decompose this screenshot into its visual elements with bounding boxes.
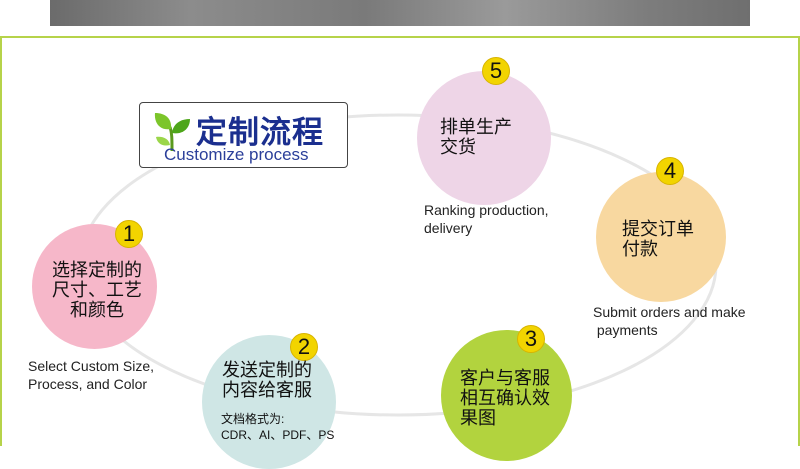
step-2-circle [202, 335, 336, 469]
title-chinese: 定制流程 [196, 115, 324, 151]
step-1-en-line: Process, and Color [28, 376, 148, 392]
step-1-cn-line: 选择定制的 [52, 260, 142, 280]
step-4-cn-text: 提交订单 付款 [622, 219, 694, 259]
sprout-leaf-icon [154, 113, 190, 152]
step-4-en-text: Submit orders and make payments [593, 303, 746, 339]
title-english: Customize process [164, 145, 309, 164]
step-1-cn-line: 和颜色 [70, 300, 124, 320]
step-4-en-line: Submit orders and make [593, 304, 746, 320]
step-1-badge: 1 [115, 220, 143, 248]
step-5-en-line: Ranking production, [424, 202, 549, 218]
step-2-format-note: 文档格式为: CDR、AI、PDF、PS [221, 411, 334, 443]
step-2-badge: 2 [290, 333, 318, 361]
step-5-cn-line: 交货 [440, 137, 476, 157]
step-3-cn-line: 果图 [460, 408, 496, 428]
step-5-circle [417, 71, 551, 205]
green-divider [0, 36, 800, 38]
step-1-cn-text: 选择定制的 尺寸、工艺 和颜色 [47, 260, 147, 320]
step-2-cn-text: 发送定制的 内容给客服 [222, 360, 312, 400]
step-4-circle [596, 172, 726, 302]
step-1-en-text: Select Custom Size, Process, and Color [28, 357, 154, 393]
step-5-cn-line: 排单生产 [440, 117, 512, 137]
step-3-cn-line: 相互确认效 [460, 388, 550, 408]
step-4-cn-line: 提交订单 [622, 219, 694, 239]
step-3-circle [441, 330, 572, 461]
step-4-cn-line: 付款 [622, 239, 658, 259]
step-3-cn-line: 客户与客服 [460, 368, 550, 388]
step-2-cn-line: 内容给客服 [222, 380, 312, 400]
header-photo-strip [50, 0, 750, 26]
step-5-en-text: Ranking production, delivery [424, 201, 549, 237]
step-2-sub-line: 文档格式为: [221, 412, 285, 426]
left-border [0, 38, 2, 446]
right-border [798, 38, 800, 446]
step-1-cn-line: 尺寸、工艺 [52, 280, 142, 300]
title-box: 定制流程 Customize process [139, 102, 348, 168]
step-1-en-line: Select Custom Size, [28, 358, 155, 374]
step-4-en-line: payments [593, 322, 658, 338]
step-4-badge: 4 [656, 157, 684, 185]
step-2-sub-line: CDR、AI、PDF、PS [221, 428, 335, 442]
step-2-cn-line: 发送定制的 [222, 360, 312, 380]
step-5-en-line: delivery [424, 220, 473, 236]
step-5-badge: 5 [482, 57, 510, 85]
step-3-cn-text: 客户与客服 相互确认效 果图 [460, 368, 550, 428]
step-5-cn-text: 排单生产 交货 [440, 117, 512, 157]
step-3-badge: 3 [517, 325, 545, 353]
